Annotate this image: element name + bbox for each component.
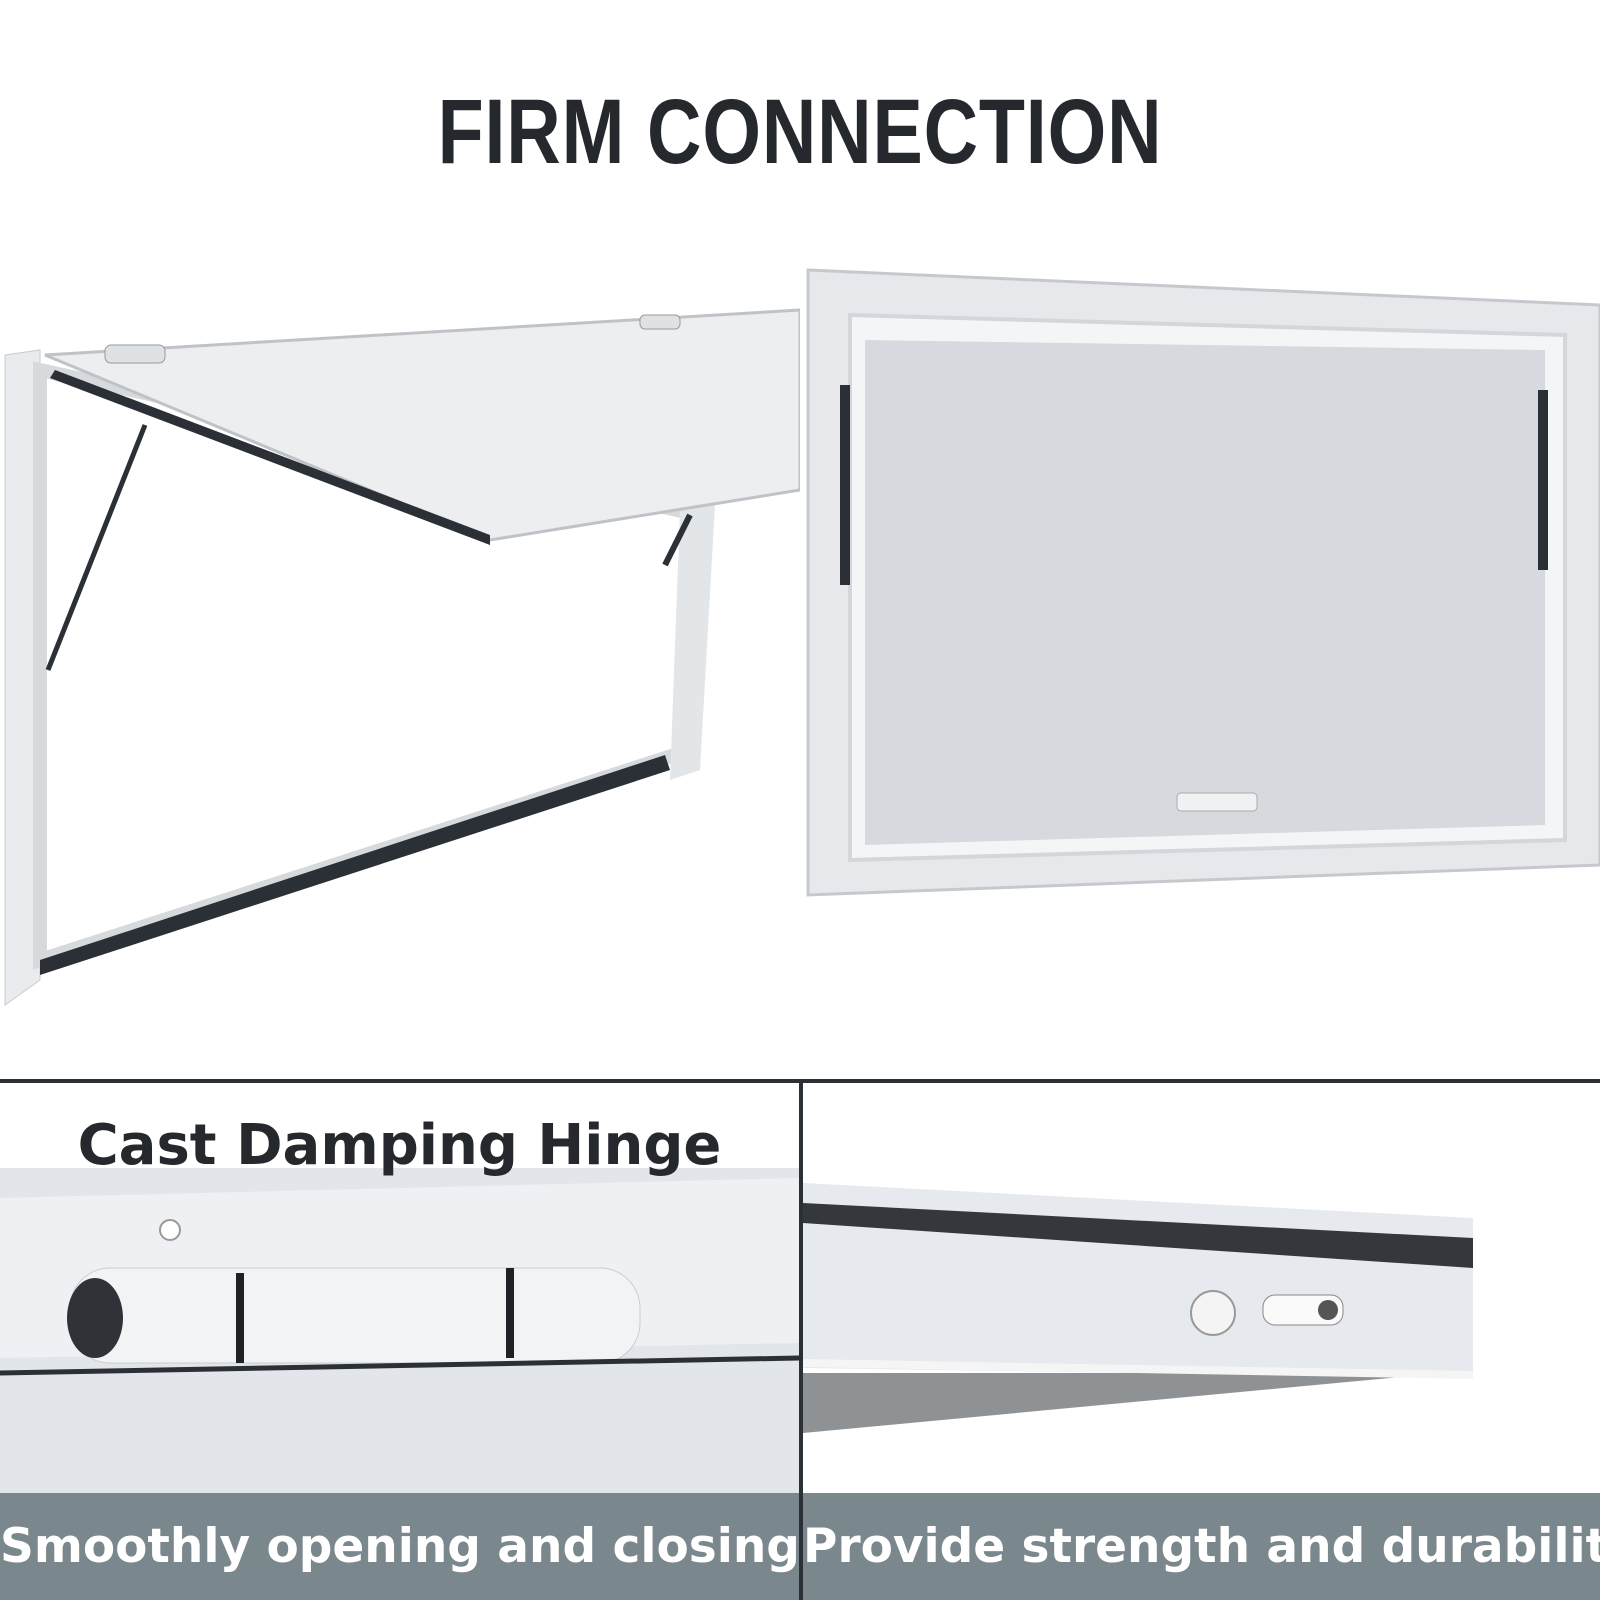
hinge-image — [0, 1168, 799, 1508]
open-window-image — [4, 308, 800, 1006]
frame-profile-image — [803, 1183, 1474, 1433]
hinge-panel: Cast Damping Hinge Smoothly opening and … — [0, 1083, 799, 1600]
frame-caption: Provide strength and durability — [803, 1493, 1600, 1600]
hinge-heading: Cast Damping Hinge — [77, 1113, 722, 1178]
frame-panel: Provide strength and durability — [803, 1083, 1600, 1600]
hinge-caption: Smoothly opening and closing — [0, 1493, 799, 1600]
vertical-divider — [799, 1081, 803, 1600]
horizontal-divider — [0, 1079, 1600, 1083]
page-title: FIRM CONNECTION — [437, 81, 1163, 183]
closed-window-image — [806, 268, 1600, 897]
